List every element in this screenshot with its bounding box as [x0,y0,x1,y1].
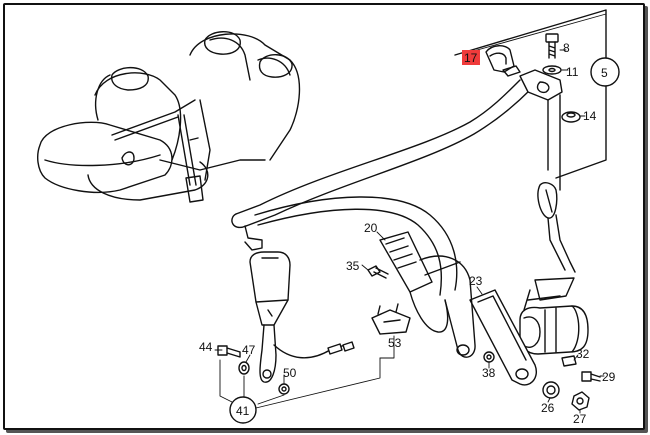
part-label-44[interactable]: 44 [199,340,213,354]
leader-lines [214,231,605,414]
bolt-29-icon [581,371,601,382]
part-label-8[interactable]: 8 [563,41,570,55]
nut-27-icon [571,391,590,411]
washer-47-icon [238,361,250,375]
cap-14-icon [561,111,581,123]
part-label-50[interactable]: 50 [283,366,297,380]
buckle-assembly [249,251,355,383]
belt-webbing [231,79,531,296]
washer-50-icon [278,383,290,395]
part-label-35[interactable]: 35 [346,259,360,273]
part-label-26[interactable]: 26 [541,401,555,415]
nut-26-icon [542,381,560,399]
part-labels: 17 8 11 5 14 20 35 23 53 44 47 50 41 38 … [199,41,620,426]
part-label-38[interactable]: 38 [482,366,496,380]
part-label-41[interactable]: 41 [236,404,250,418]
callout-circle-5 [590,57,620,87]
part-label-29[interactable]: 29 [602,370,616,384]
part-label-27[interactable]: 27 [573,412,587,426]
part-label-20[interactable]: 20 [364,221,378,235]
part-label-32[interactable]: 32 [576,347,590,361]
washer-11-icon [542,65,562,75]
seats-illustration [37,31,301,203]
callout-circle-41 [229,396,257,424]
lower-belt-part-20 [379,231,476,358]
part-label-5[interactable]: 5 [601,66,608,80]
pillar-panel [454,9,607,179]
sensor-53-icon [371,303,411,335]
part-label-11[interactable]: 11 [566,65,579,79]
retractor-assembly [519,182,589,355]
part-label-14[interactable]: 14 [583,109,597,123]
bolt-8-icon [545,33,559,59]
upper-belt-guide [519,69,563,191]
highlight-box-17 [462,50,480,65]
part-label-53[interactable]: 53 [388,336,402,350]
bolt-35-icon [367,265,389,279]
guide-part-17-icon [485,45,521,77]
part-label-23[interactable]: 23 [469,274,483,288]
washer-38-icon [483,351,495,363]
part-label-47[interactable]: 47 [242,343,256,357]
bolt-44-icon [217,345,241,358]
washer-32-icon [561,355,577,367]
part-label-17[interactable]: 17 [464,51,478,65]
bracket-23 [469,289,537,386]
